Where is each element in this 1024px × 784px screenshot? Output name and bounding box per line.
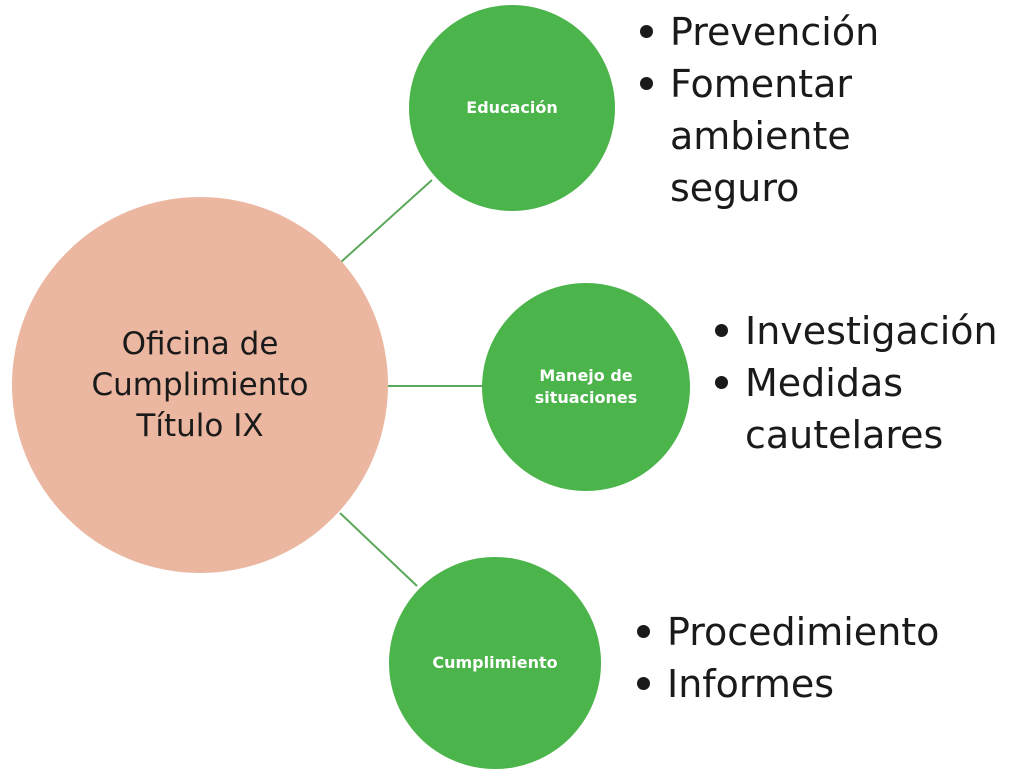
node-educacion-label: Educación [466,98,558,117]
bullet-item: Informes [633,658,1013,710]
bullet-item: Prevención [636,6,936,58]
bullet-item: Medidas cautelares [711,357,1021,461]
node-cumplimiento-label: Cumplimiento [432,653,558,672]
bullet-item: Fomentar ambiente seguro [636,58,936,214]
connector-educacion [340,179,433,263]
center-node-oficina: Oficina de Cumplimiento Título IX [12,197,388,573]
connector-cumplimiento [339,512,418,587]
bullet-list-educacion: Prevención Fomentar ambiente seguro [636,6,936,214]
bullet-item: Procedimiento [633,606,1013,658]
bullet-list-cumplimiento: Procedimiento Informes [633,606,1013,710]
bullet-item: Investigación [711,305,1021,357]
node-manejo-situaciones: Manejo de situaciones [482,283,690,491]
bullet-list-manejo: Investigación Medidas cautelares [711,305,1021,461]
node-manejo-label: Manejo de situaciones [534,366,638,407]
node-cumplimiento: Cumplimiento [389,557,601,769]
center-node-label: Oficina de Cumplimiento Título IX [91,325,309,444]
node-educacion: Educación [409,5,615,211]
